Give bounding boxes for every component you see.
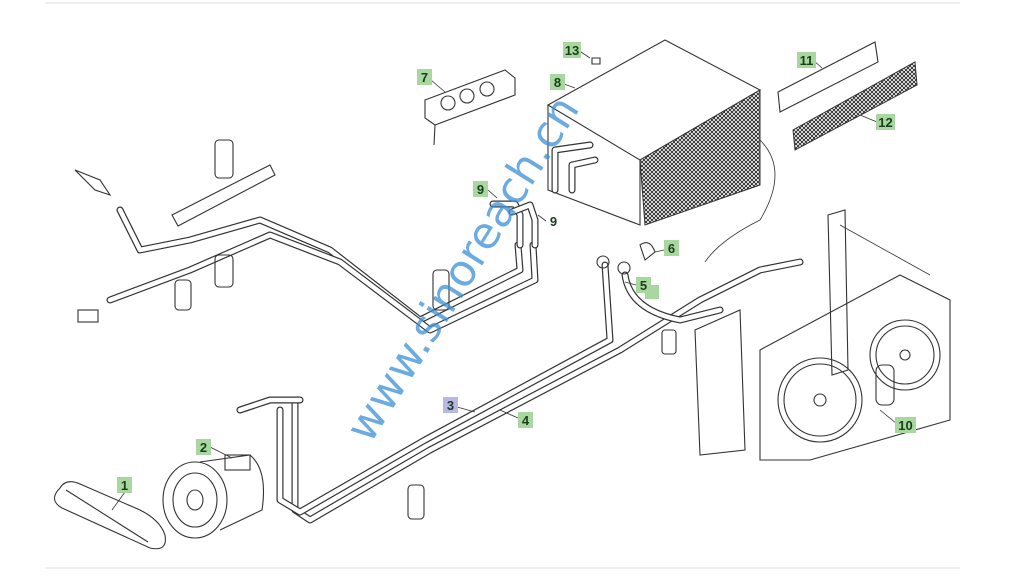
callout-6: 6	[664, 240, 679, 256]
svg-text:7: 7	[421, 70, 428, 85]
svg-text:2: 2	[200, 440, 207, 455]
control-panel	[424, 69, 516, 146]
compressor	[162, 454, 265, 539]
svg-text:11: 11	[800, 53, 814, 68]
callout-11: 11	[797, 52, 816, 68]
svg-text:9: 9	[550, 214, 557, 229]
filter-parts	[777, 41, 918, 151]
callout-1: 1	[117, 477, 132, 493]
callout-12: 12	[876, 114, 895, 130]
svg-text:9: 9	[477, 182, 484, 197]
drive-belt	[53, 481, 166, 550]
callout-5: 5	[636, 277, 659, 299]
callout-2: 2	[196, 439, 211, 455]
svg-text:12: 12	[878, 115, 892, 130]
callout-4: 4	[518, 412, 533, 428]
callout-13: 13	[563, 42, 581, 58]
callout-3: 3	[443, 397, 458, 413]
svg-text:4: 4	[522, 413, 530, 428]
svg-text:3: 3	[447, 398, 454, 413]
callout-9b: 9	[550, 214, 557, 229]
svg-text:5: 5	[640, 278, 647, 293]
svg-text:10: 10	[898, 418, 912, 433]
svg-text:6: 6	[668, 241, 675, 256]
svg-text:8: 8	[554, 75, 561, 90]
fittings	[74, 169, 656, 323]
callout-8: 8	[550, 74, 565, 90]
evaporator-unit	[546, 39, 762, 226]
svg-text:13: 13	[565, 43, 579, 58]
callout-10: 10	[895, 417, 916, 433]
watermark: www.sinoreach.cn	[336, 87, 590, 451]
svg-text:1: 1	[121, 478, 128, 493]
callout-9: 9	[473, 181, 488, 197]
condenser-fan-assembly	[694, 209, 951, 461]
mounting-bracket	[171, 139, 677, 520]
callout-7: 7	[417, 69, 432, 85]
refrigerant-hoses	[106, 139, 804, 524]
